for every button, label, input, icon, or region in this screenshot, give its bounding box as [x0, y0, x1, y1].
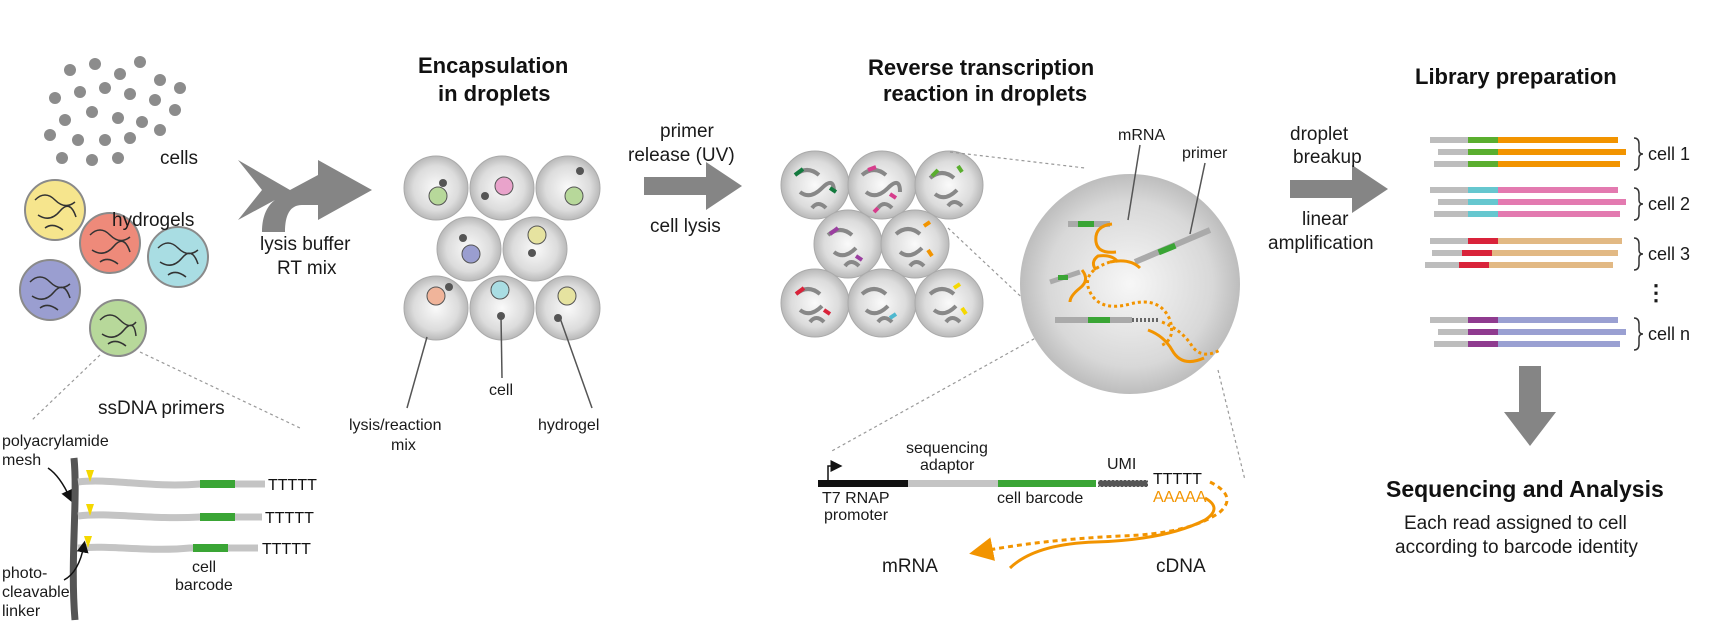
arrow2-label-2: release (UV)	[628, 145, 735, 166]
library-reads	[1425, 137, 1626, 347]
arrow2-label-3: cell lysis	[650, 216, 721, 237]
sequencing-desc-2: according to barcode identity	[1395, 537, 1638, 558]
droplet	[436, 216, 502, 282]
cells-label: cells	[160, 148, 198, 169]
lysis-label-1: lysis/reaction	[349, 417, 441, 434]
arrow3-label-1: droplet	[1290, 124, 1349, 145]
cell-3-label: cell 3	[1648, 244, 1690, 264]
rt-droplet	[847, 150, 917, 220]
hydrogel-pointer	[559, 317, 593, 409]
arrow1-label-2: RT mix	[277, 258, 337, 279]
linker-pointer-arrow	[63, 540, 89, 581]
zoom-line-left	[31, 354, 101, 421]
encapsulation-title-1: Encapsulation	[418, 53, 568, 78]
droplet	[403, 155, 469, 221]
lysis-pointer	[406, 336, 428, 409]
droplet	[502, 216, 568, 282]
polyt-1: TTTTT	[268, 477, 317, 494]
mrna-bottom-label: mRNA	[882, 556, 938, 577]
droplet	[403, 275, 469, 341]
rt-droplet	[914, 268, 984, 338]
arrow3-label-2: breakup	[1293, 147, 1362, 168]
polyacrylamide-mesh	[69, 457, 79, 621]
arrow3-label-4: amplification	[1268, 233, 1374, 254]
sequencing-title: Sequencing and Analysis	[1386, 476, 1664, 502]
breakup-arrow	[1290, 165, 1388, 213]
construct-polya: AAAAA	[1153, 489, 1207, 506]
umi-label: UMI	[1107, 456, 1136, 473]
cell-barcode-label-1: cell	[192, 559, 216, 576]
polyacrylamide-label-1: polyacrylamide	[2, 433, 109, 450]
cell-barcode-label-2: barcode	[175, 577, 233, 594]
droplet-grid	[403, 155, 601, 341]
ssdna-primers-title: ssDNA primers	[98, 398, 225, 419]
rt-droplet	[880, 209, 950, 279]
sequencing-label-2: adaptor	[920, 457, 975, 474]
cdna-bottom-label: cDNA	[1156, 556, 1206, 577]
merge-arrow	[238, 160, 372, 232]
photo-label-1: photo-	[2, 565, 47, 582]
construct-polyt: TTTTT	[1153, 471, 1202, 488]
arrow3-label-3: linear	[1302, 209, 1349, 230]
mesh-pointer-arrow	[47, 467, 73, 503]
ssdna-primer-strands	[77, 470, 265, 553]
rt-title-1: Reverse transcription	[868, 55, 1094, 80]
construct-cell-barcode-label: cell barcode	[997, 490, 1083, 507]
zoom-line-bottom-right	[1217, 369, 1246, 481]
hydrogel-yellow	[24, 179, 86, 241]
arrow2-label-1: primer	[660, 121, 715, 142]
mrna-label: mRNA	[1118, 127, 1165, 144]
rt-droplet	[813, 209, 883, 279]
cell-2-label: cell 2	[1648, 194, 1690, 214]
photo-label-3: linker	[2, 603, 41, 620]
cell-n-label: cell n	[1648, 324, 1690, 344]
lysis-label-2: mix	[391, 437, 416, 454]
rt-droplet	[914, 150, 984, 220]
cell-1-label: cell 1	[1648, 144, 1690, 164]
primer-construct	[818, 460, 1229, 570]
sequencing-label-1: sequencing	[906, 440, 988, 457]
sequencing-desc-1: Each read assigned to cell	[1404, 513, 1627, 534]
hydrogel-purple	[19, 259, 81, 321]
hydrogel-label: hydrogel	[538, 417, 599, 434]
rt-droplet	[780, 150, 850, 220]
encapsulation-title-2: in droplets	[438, 81, 550, 106]
hydrogel-red	[79, 212, 141, 274]
big-droplet	[1020, 174, 1240, 394]
rt-droplet	[780, 268, 850, 338]
t7-label-2: promoter	[824, 507, 889, 524]
droplet	[469, 155, 535, 221]
sequencing-arrow	[1504, 366, 1556, 446]
zoom-line-bottom-left	[829, 329, 1051, 453]
mrna-pointer	[1127, 144, 1141, 221]
hydrogels-label: hydrogels	[112, 210, 194, 231]
cell-braces	[1633, 137, 1644, 351]
rt-droplet	[847, 268, 917, 338]
photo-label-2: cleavable	[2, 584, 70, 601]
primer-pointer	[1189, 162, 1206, 235]
cells-cluster	[44, 56, 186, 166]
polyt-3: TTTTT	[262, 541, 311, 558]
cell-pointer	[500, 315, 503, 379]
library-title: Library preparation	[1415, 64, 1617, 89]
droplet	[535, 275, 601, 341]
polyacrylamide-label-2: mesh	[2, 452, 41, 469]
droplet	[469, 275, 535, 341]
cell-label: cell	[489, 382, 513, 399]
droplet	[535, 155, 601, 221]
zoom-line-top	[949, 151, 1086, 169]
more-cells-ellipsis: ⋮	[1645, 280, 1667, 305]
rt-title-2: reaction in droplets	[883, 81, 1087, 106]
t7-label-1: T7 RNAP	[822, 490, 890, 507]
hydrogel-blue	[147, 226, 209, 288]
polyt-2: TTTTT	[265, 510, 314, 527]
rt-droplet-grid	[780, 150, 984, 338]
arrow1-label-1: lysis buffer	[260, 234, 351, 255]
hydrogel-green	[89, 299, 147, 357]
uv-arrow	[644, 162, 742, 210]
primer-label: primer	[1182, 145, 1228, 162]
